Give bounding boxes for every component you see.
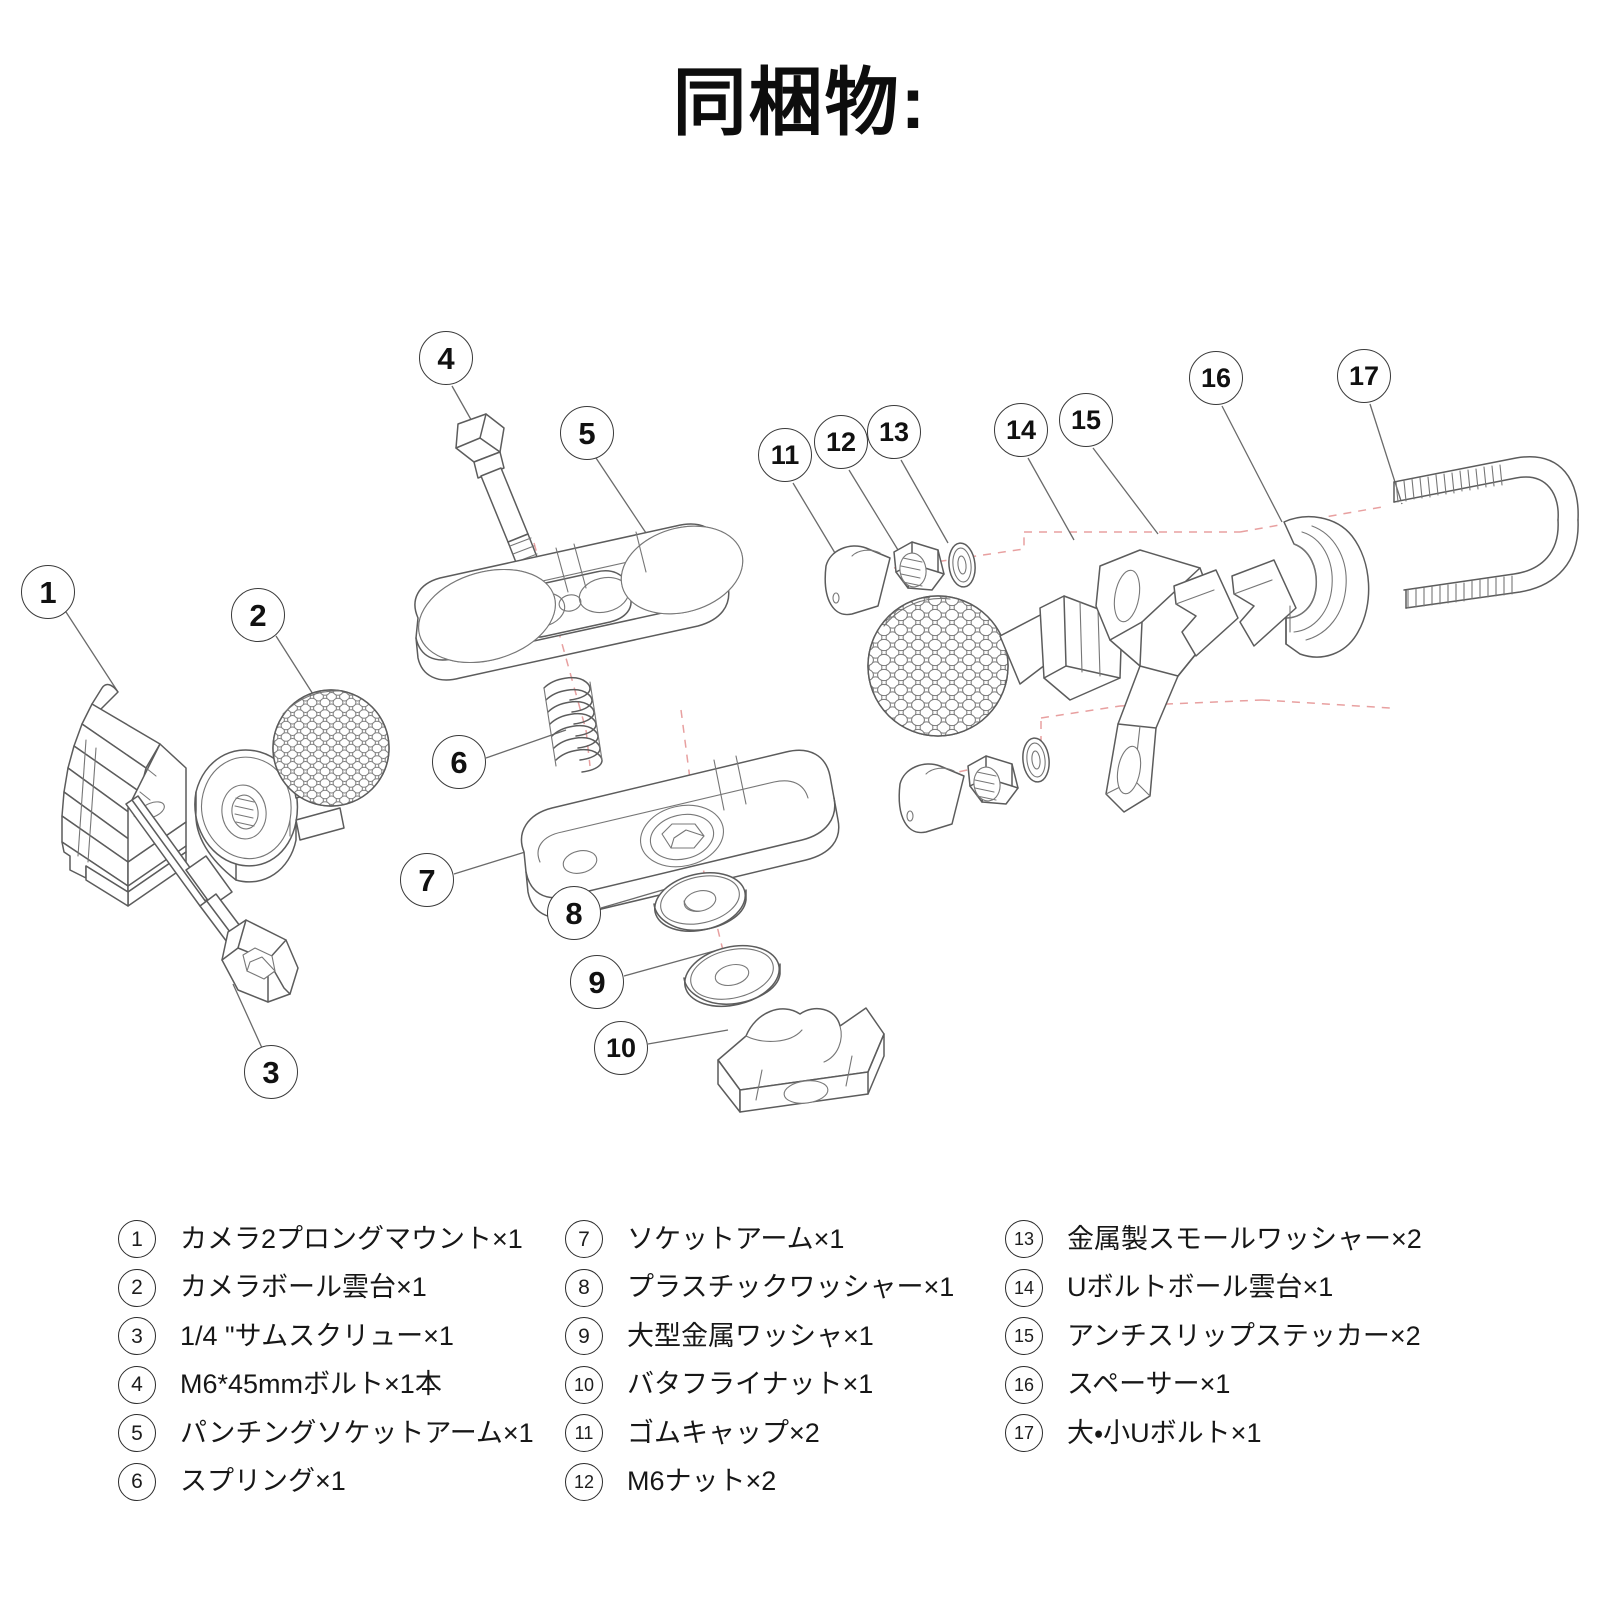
part-spacer [1283,515,1370,658]
callout-13[interactable]: 13 [867,405,921,459]
legend-label: スプリング×1 [180,1466,346,1497]
part-punched-socket-arm [412,523,754,681]
legend-label: M6*45mmボルト×1本 [180,1369,442,1400]
legend-item-5[interactable]: 5 パンチングソケットアーム×1 [118,1409,565,1458]
callout-10[interactable]: 10 [594,1021,648,1075]
legend-number: 6 [118,1462,156,1501]
callout-17[interactable]: 17 [1337,349,1391,403]
callout-6[interactable]: 6 [432,735,486,789]
legend-column-3: 13 金属製スモールワッシャー×2 14 Uボルトボール雲台×1 15 アンチス… [1005,1215,1452,1545]
part-rubber-cap [824,545,891,616]
legend-item-12[interactable]: 12 M6ナット×2 [565,1458,1005,1507]
part-u-bolt-ball-head [867,549,1213,813]
legend-label: ゴムキャップ×2 [627,1417,820,1448]
legend-number: 4 [118,1365,156,1404]
legend-item-10[interactable]: 10 バタフライナット×1 [565,1361,1005,1410]
legend-label: Uボルトボール雲台×1 [1067,1272,1334,1303]
part-small-metal-washer [948,542,976,588]
part-plastic-washer [653,872,747,932]
legend-label: アンチスリップステッカー×2 [1067,1320,1421,1351]
legend-number: 17 [1005,1414,1043,1453]
legend-number: 3 [118,1317,156,1356]
callout-2[interactable]: 2 [231,588,285,642]
legend-label: 金属製スモールワッシャー×2 [1067,1223,1422,1254]
page-title: 同梱物: [672,61,928,144]
legend-number: 8 [565,1268,603,1307]
part-anti-slip-sticker [1173,559,1297,657]
legend-item-16[interactable]: 16 スペーサー×1 [1005,1361,1452,1410]
legend-label: スペーサー×1 [1067,1369,1231,1400]
legend-number: 9 [565,1317,603,1356]
part-small-metal-washer-lower [1022,737,1050,783]
callout-8[interactable]: 8 [547,886,601,940]
legend-item-3[interactable]: 3 1/4 "サムスクリュー×1 [118,1312,565,1361]
legend-number: 10 [565,1365,603,1404]
legend-label: カメラ2プロングマウント×1 [180,1223,523,1254]
legend-label: ソケットアーム×1 [627,1223,845,1254]
legend-number: 14 [1005,1268,1043,1307]
legend-label: バタフライナット×1 [627,1369,874,1400]
part-butterfly-nut [717,1007,885,1113]
callout-16[interactable]: 16 [1189,351,1243,405]
legend-item-2[interactable]: 2 カメラボール雲台×1 [118,1264,565,1313]
legend-label: 大型金属ワッシャ×1 [627,1320,874,1351]
part-u-bolt [1393,456,1579,609]
callout-7[interactable]: 7 [400,853,454,907]
part-spring [543,676,603,773]
legend-number: 11 [565,1414,603,1453]
callout-14[interactable]: 14 [994,403,1048,457]
legend-label: プラスチックワッシャー×1 [627,1272,955,1303]
legend-number: 5 [118,1414,156,1453]
legend-number: 1 [118,1220,156,1259]
legend-item-14[interactable]: 14 Uボルトボール雲台×1 [1005,1264,1452,1313]
part-camera-two-prong-mount [61,683,187,907]
exploded-parts-diagram: 1 2 3 4 5 6 7 8 9 10 11 12 13 14 15 16 1… [0,300,1600,1120]
legend-label: カメラボール雲台×1 [180,1272,427,1303]
callout-4[interactable]: 4 [419,331,473,385]
legend-item-1[interactable]: 1 カメラ2プロングマウント×1 [118,1215,565,1264]
callout-9[interactable]: 9 [570,955,624,1009]
legend-label: M6ナット×2 [627,1466,777,1497]
legend-item-13[interactable]: 13 金属製スモールワッシャー×2 [1005,1215,1452,1264]
part-thumbscrew [125,795,299,1003]
part-rubber-cap-lower [898,763,965,834]
part-m6-nut-lower [967,755,1019,805]
legend-item-15[interactable]: 15 アンチスリップステッカー×2 [1005,1312,1452,1361]
part-m6-nut [893,541,945,591]
legend-label: パンチングソケットアーム×1 [180,1417,534,1448]
legend-item-8[interactable]: 8 プラスチックワッシャー×1 [565,1264,1005,1313]
callout-12[interactable]: 12 [814,415,868,469]
legend-number: 2 [118,1268,156,1307]
callout-3[interactable]: 3 [244,1045,298,1099]
legend-item-6[interactable]: 6 スプリング×1 [118,1458,565,1507]
legend-number: 15 [1005,1317,1043,1356]
legend-number: 13 [1005,1220,1043,1259]
legend-item-4[interactable]: 4 M6*45mmボルト×1本 [118,1361,565,1410]
callout-11[interactable]: 11 [758,428,812,482]
parts-legend: 1 カメラ2プロングマウント×1 2 カメラボール雲台×1 3 1/4 "サムス… [0,1215,1600,1545]
legend-label: 1/4 "サムスクリュー×1 [180,1320,454,1351]
part-large-metal-washer [683,945,781,1007]
legend-item-11[interactable]: 11 ゴムキャップ×2 [565,1409,1005,1458]
legend-item-17[interactable]: 17 大・小Uボルト×1 [1005,1409,1452,1458]
legend-item-7[interactable]: 7 ソケットアーム×1 [565,1215,1005,1264]
callout-1[interactable]: 1 [21,565,75,619]
legend-number: 7 [565,1220,603,1259]
callout-5[interactable]: 5 [560,406,614,460]
legend-number: 12 [565,1462,603,1501]
legend-column-1: 1 カメラ2プロングマウント×1 2 カメラボール雲台×1 3 1/4 "サムス… [118,1215,565,1545]
legend-item-9[interactable]: 9 大型金属ワッシャ×1 [565,1312,1005,1361]
part-socket-arm [520,749,840,919]
legend-label: 大・小Uボルト×1 [1067,1417,1262,1448]
part-camera-ball-head [194,689,390,883]
diagram-canvas [61,385,1579,1113]
callout-15[interactable]: 15 [1059,393,1113,447]
legend-number: 16 [1005,1365,1043,1404]
legend-column-2: 7 ソケットアーム×1 8 プラスチックワッシャー×1 9 大型金属ワッシャ×1… [565,1215,1005,1545]
